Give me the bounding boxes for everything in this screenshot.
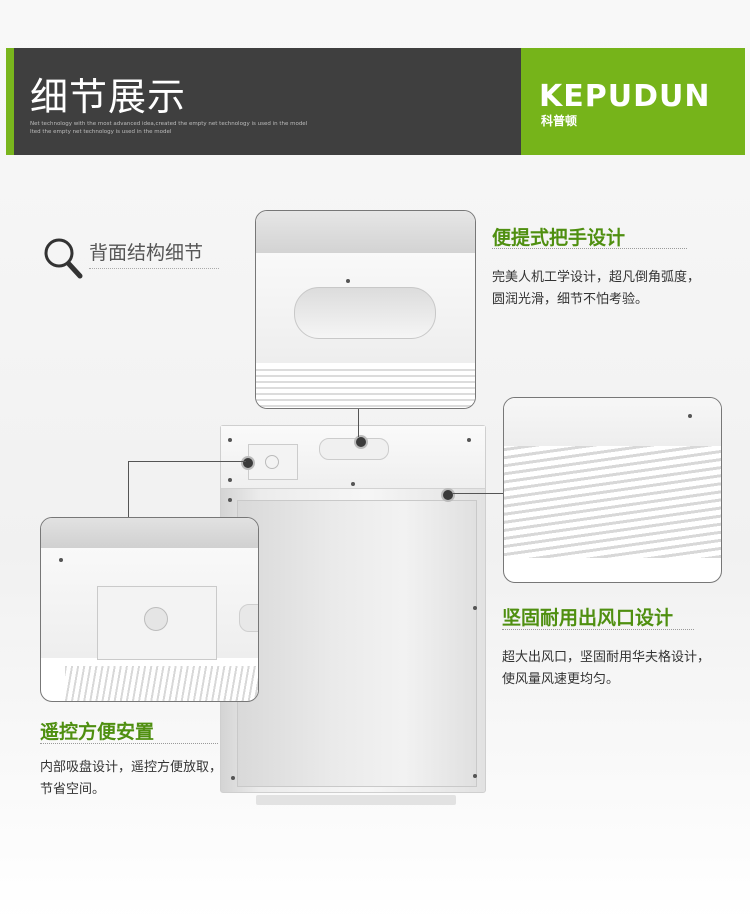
- search-icon: [44, 238, 83, 279]
- header-title-block: 细节展示 Net technology with the most advanc…: [6, 48, 521, 155]
- leader-line-remote-vertical: [128, 461, 129, 518]
- header-subtitle-line-2: Ited the empty net technology is used in…: [30, 129, 172, 135]
- feature-title-vent: 坚固耐用出风口设计: [502, 607, 674, 629]
- feature-text-line: 使风量风速更均匀。: [502, 672, 620, 687]
- feature-text-handle: 完美人机工学设计，超凡倒角弧度， 圆润光滑，细节不怕考验。: [492, 267, 700, 311]
- feature-text-line: 节省空间。: [40, 782, 106, 797]
- screw: [473, 606, 477, 610]
- feature-divider: [40, 743, 218, 745]
- handle-closeup: [255, 210, 476, 409]
- vent-marker: [441, 488, 455, 502]
- brand-chinese-name: 科普顿: [541, 114, 578, 128]
- header-subtitle-line-1: Net technology with the most advanced id…: [30, 121, 308, 127]
- screw: [228, 498, 232, 502]
- vent-slots: [256, 369, 475, 408]
- screw: [473, 774, 477, 778]
- remote-holder-closeup: [40, 517, 259, 702]
- feature-text-line: 完美人机工学设计，超凡倒角弧度，: [492, 270, 701, 285]
- page-title: 细节展示: [30, 75, 187, 119]
- rear-panel: [220, 425, 486, 793]
- leader-line-vent: [452, 493, 504, 494]
- rear-structure-label: 背面结构细节: [89, 242, 204, 264]
- feature-text-line: 圆润光滑，细节不怕考验。: [492, 292, 649, 307]
- screw: [351, 482, 355, 486]
- brand-block: KEPUDUN 科普顿: [521, 48, 745, 155]
- brand-logo: KEPUDUN: [539, 79, 711, 114]
- suction-cup: [144, 607, 168, 631]
- vent-closeup: [503, 397, 722, 583]
- suction-cup: [265, 455, 279, 469]
- feature-divider: [492, 248, 687, 250]
- remote-holder-marker: [241, 456, 255, 470]
- feature-text-line: 内部吸盘设计，遥控方便放取，: [40, 760, 223, 775]
- leader-line-remote: [128, 461, 246, 462]
- leader-line-handle: [358, 407, 359, 437]
- rear-label-divider: [89, 268, 219, 270]
- product-rear-view: [220, 425, 486, 805]
- product-base: [256, 795, 456, 805]
- feature-text-vent: 超大出风口，坚固耐用华夫格设计， 使风量风速更均匀。: [502, 647, 710, 691]
- holder-recess: [97, 586, 217, 660]
- screw: [228, 438, 232, 442]
- remote-holder: [248, 444, 298, 480]
- screw: [346, 279, 350, 283]
- vent-grille: [504, 446, 721, 558]
- screw: [59, 558, 63, 562]
- header-banner: 细节展示 Net technology with the most advanc…: [6, 48, 745, 155]
- feature-text-remote: 内部吸盘设计，遥控方便放取， 节省空间。: [40, 757, 222, 801]
- feature-divider: [502, 629, 694, 631]
- screw: [231, 776, 235, 780]
- screw: [228, 478, 232, 482]
- screw: [467, 438, 471, 442]
- accent-stripe: [6, 48, 14, 155]
- feature-title-remote: 遥控方便安置: [40, 721, 155, 743]
- feature-title-handle: 便提式把手设计: [492, 227, 626, 249]
- rear-top-band: [221, 426, 485, 489]
- handle-marker: [354, 435, 368, 449]
- vent-slots: [65, 666, 258, 701]
- screw: [688, 414, 692, 418]
- rear-cover: [237, 500, 477, 787]
- feature-text-line: 超大出风口，坚固耐用华夫格设计，: [502, 650, 711, 665]
- handle-grip: [294, 287, 436, 339]
